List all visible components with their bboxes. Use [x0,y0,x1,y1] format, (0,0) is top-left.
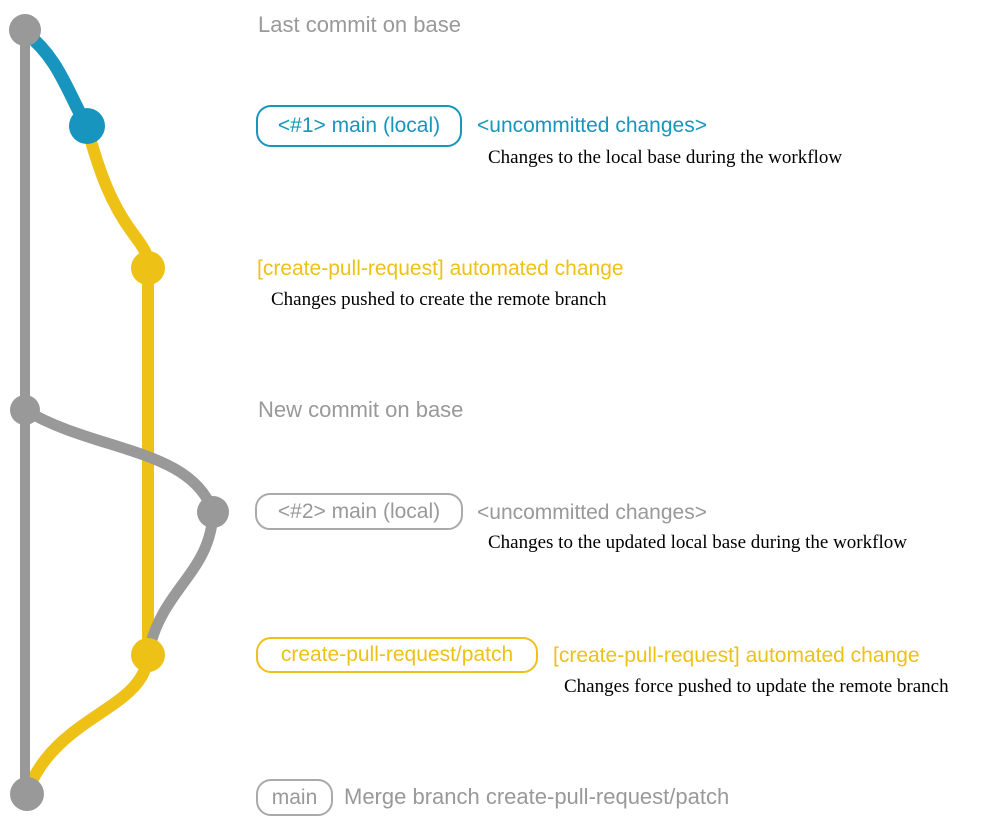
commit-node-local-main-2 [197,496,229,528]
badge-main-local-2: <#2> main (local) [255,493,463,530]
caption-local-base-changes: Changes to the local base during the wor… [488,147,843,168]
badge-main-local-2-label: <#2> main (local) [277,499,441,523]
branch-line-base-update-in [143,506,219,656]
caption-pushed-to-create: Changes pushed to create the remote bran… [271,289,607,310]
label-last-commit-on-base: Last commit on base [258,12,461,37]
commit-node-automated-change-1 [131,251,165,285]
heading-uncommitted-changes-1: <uncommitted changes> [477,114,707,137]
heading-automated-change-2: [create-pull-request] automated change [553,644,920,667]
badge-main-label: main [271,785,318,809]
badge-create-pull-request-patch-label: create-pull-request/patch [280,643,514,666]
heading-uncommitted-changes-2: <uncommitted changes> [477,501,707,524]
commit-node-local-main-1 [69,108,105,144]
heading-automated-change-1: [create-pull-request] automated change [257,257,624,280]
commit-node-automated-change-2 [131,638,165,672]
caption-updated-local-base-changes: Changes to the updated local base during… [488,532,907,553]
branch-line-base-update-out [19,404,219,518]
badge-main-local-1: <#1> main (local) [256,105,462,147]
commit-node-new-commit-on-base [10,395,40,425]
heading-merge-branch: Merge branch create-pull-request/patch [344,784,730,809]
badge-create-pull-request-patch: create-pull-request/patch [256,637,538,673]
commit-node-merge [10,777,44,811]
badge-main: main [256,779,333,816]
badge-main-local-1-label: <#1> main (local) [277,114,441,137]
label-new-commit-on-base: New commit on base [258,397,464,422]
commit-node-last-commit-on-base [9,14,41,46]
branch-line-create-pull-request-patch [22,121,154,796]
caption-force-pushed-update: Changes force pushed to update the remot… [564,676,949,697]
